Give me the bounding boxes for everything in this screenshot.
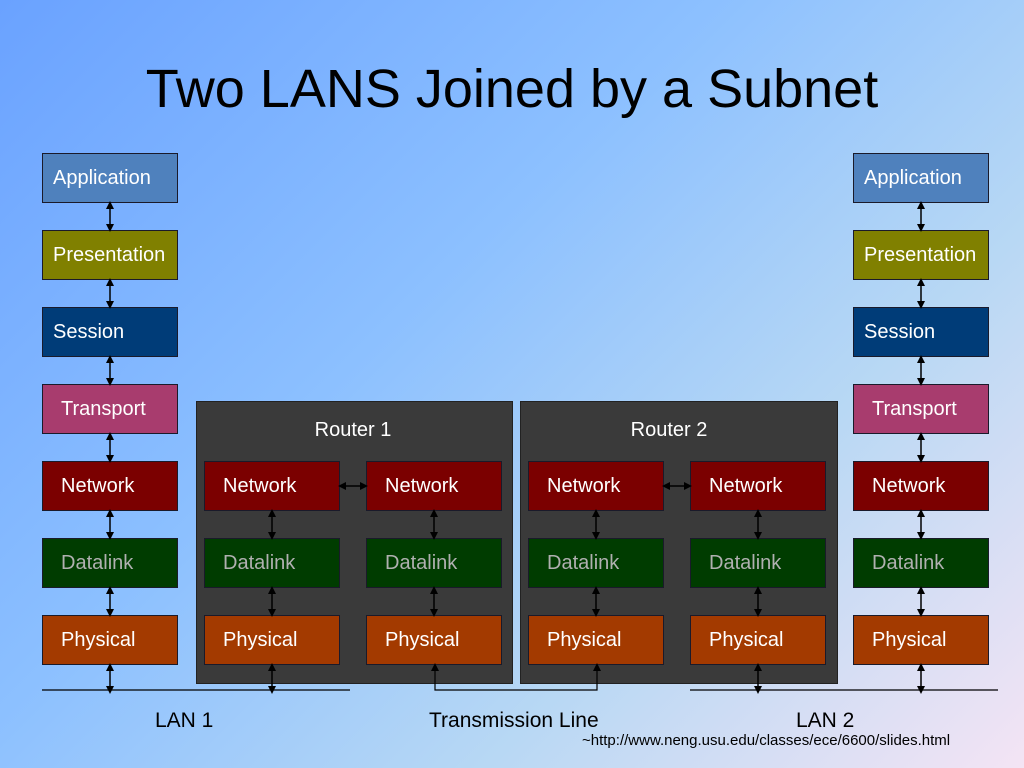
left-physical-layer: Physical xyxy=(42,615,178,665)
right-datalink-layer: Datalink xyxy=(853,538,989,588)
transmission-line-label: Transmission Line xyxy=(429,709,599,732)
router2-left-network-layer: Network xyxy=(528,461,664,511)
right-network-layer: Network xyxy=(853,461,989,511)
left-transport-layer: Transport xyxy=(42,384,178,434)
slide-title: Two LANS Joined by a Subnet xyxy=(145,59,879,119)
left-presentation-layer: Presentation xyxy=(42,230,178,280)
router1-right-physical-layer: Physical xyxy=(366,615,502,665)
right-presentation-layer: Presentation xyxy=(853,230,989,280)
router1-left-network-layer: Network xyxy=(204,461,340,511)
transmission-line xyxy=(431,663,601,691)
router1-left-physical-layer: Physical xyxy=(204,615,340,665)
left-network-layer: Network xyxy=(42,461,178,511)
router2-right-datalink-layer: Datalink xyxy=(690,538,826,588)
lan-2-label: LAN 2 xyxy=(796,709,855,732)
left-datalink-layer: Datalink xyxy=(42,538,178,588)
left-application-layer: Application xyxy=(42,153,178,203)
source-citation: ~http://www.neng.usu.edu/classes/ece/660… xyxy=(582,732,951,749)
right-transport-layer: Transport xyxy=(853,384,989,434)
router-1-label: Router 1 xyxy=(314,419,392,441)
router-2-label: Router 2 xyxy=(630,419,708,441)
right-application-layer: Application xyxy=(853,153,989,203)
right-session-layer: Session xyxy=(853,307,989,357)
router2-right-network-layer: Network xyxy=(690,461,826,511)
lan-1-label: LAN 1 xyxy=(155,709,214,732)
router1-right-network-layer: Network xyxy=(366,461,502,511)
router1-left-datalink-layer: Datalink xyxy=(204,538,340,588)
